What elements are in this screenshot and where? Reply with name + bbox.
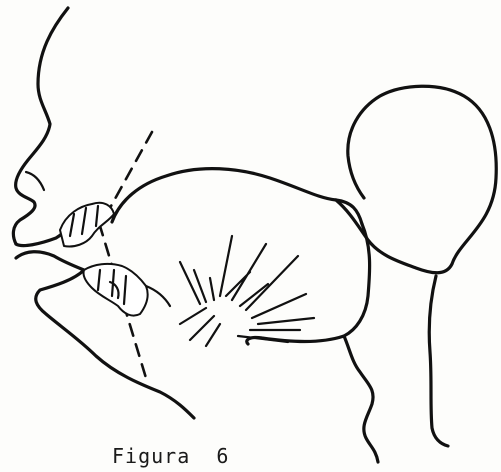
figure-caption: Figura 6 xyxy=(112,444,272,470)
face-profile-line xyxy=(13,8,68,244)
larynx-outline-line xyxy=(344,336,378,462)
tongue-spikes xyxy=(180,236,314,346)
upper-teeth xyxy=(60,203,114,247)
neck-back-line xyxy=(429,276,448,446)
pharynx-wall-line xyxy=(247,224,370,344)
dashed-axis-line xyxy=(100,132,152,378)
tongue-tip-line xyxy=(146,286,170,306)
palate-arch-line xyxy=(112,169,362,224)
lower-teeth xyxy=(83,264,147,316)
velum-loop-line xyxy=(336,86,496,273)
nostril-mark xyxy=(26,172,44,190)
